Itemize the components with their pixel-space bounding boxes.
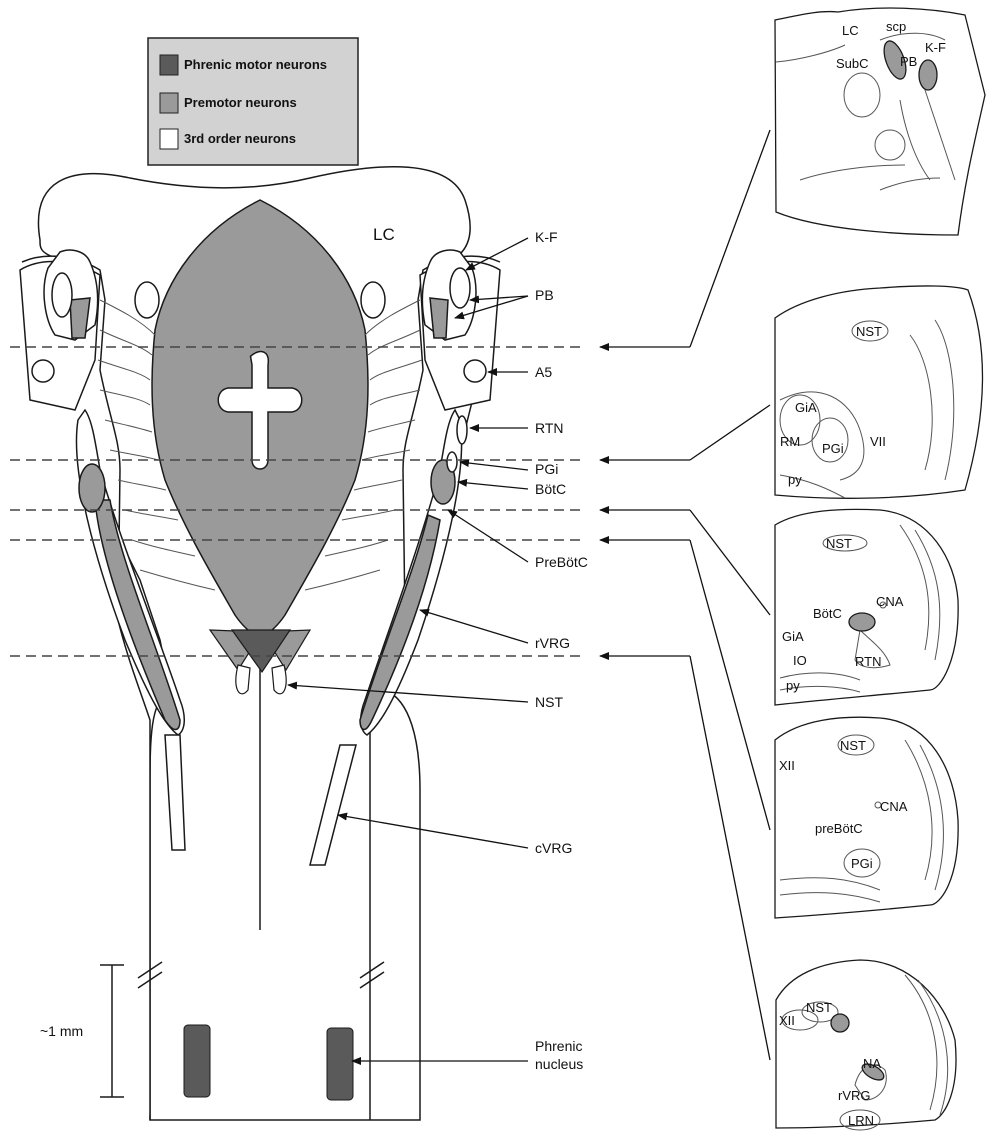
s1-label-lc: LC xyxy=(842,23,859,38)
label-rtn: RTN xyxy=(535,420,564,436)
s3-label-py: py xyxy=(786,678,800,693)
botc-left xyxy=(79,464,105,512)
a5-left xyxy=(32,360,54,382)
s3-label-gia: GiA xyxy=(782,629,804,644)
label-prebotc: PreBötC xyxy=(535,554,588,570)
label-botc: BötC xyxy=(535,481,566,497)
s4-label-cna: CNA xyxy=(880,799,908,814)
label-phrenic-line1: Phrenic xyxy=(535,1038,582,1054)
s4-label-nst: NST xyxy=(840,738,866,753)
s5-label-na: NA xyxy=(863,1056,881,1071)
section-3-outline xyxy=(775,509,958,705)
s5-label-nst: NST xyxy=(806,1000,832,1015)
label-phrenic-line2: nucleus xyxy=(535,1056,583,1072)
section-3-botc xyxy=(849,613,875,631)
label-kf: K-F xyxy=(535,229,558,245)
s3-label-io: IO xyxy=(793,653,807,668)
scale-label: ~1 mm xyxy=(40,1023,83,1039)
rtn-right xyxy=(457,416,467,444)
s3-label-botc: BötC xyxy=(813,606,842,621)
section-4 xyxy=(775,717,958,918)
nst-right-lobe xyxy=(272,665,286,694)
label-a5: A5 xyxy=(535,364,552,380)
legend-label-phrenic-motor: Phrenic motor neurons xyxy=(184,57,327,72)
s2-label-rm: RM xyxy=(780,434,800,449)
label-lc: LC xyxy=(373,225,395,244)
legend: Phrenic motor neurons Premotor neurons 3… xyxy=(148,38,358,165)
s2-label-vii: VII xyxy=(870,434,886,449)
legend-swatch-third-order xyxy=(160,129,178,149)
section-4-outline xyxy=(775,717,958,918)
s3-label-rtn: RTN xyxy=(855,654,881,669)
legend-label-third-order: 3rd order neurons xyxy=(184,131,296,146)
s2-label-py: py xyxy=(788,472,802,487)
s1-label-subc: SubC xyxy=(836,56,869,71)
section-line-arrows xyxy=(600,130,770,1060)
s4-label-pgi: PGi xyxy=(851,856,873,871)
s2-label-gia: GiA xyxy=(795,400,817,415)
section-5-nst-dot xyxy=(831,1014,849,1032)
legend-label-premotor: Premotor neurons xyxy=(184,95,297,110)
nst-left-lobe xyxy=(236,665,250,694)
phrenic-nucleus-right xyxy=(327,1028,353,1100)
lc-left xyxy=(135,282,159,318)
label-cvrg: cVRG xyxy=(535,840,572,856)
section-2 xyxy=(775,286,982,498)
s1-label-pb: PB xyxy=(900,54,917,69)
s1-label-kf: K-F xyxy=(925,40,946,55)
s5-label-lrn: LRN xyxy=(848,1113,874,1128)
section-1-outline xyxy=(775,8,985,235)
section-5 xyxy=(776,960,956,1130)
s2-label-pgi: PGi xyxy=(822,441,844,456)
s1-label-scp: scp xyxy=(886,19,906,34)
label-nst: NST xyxy=(535,694,563,710)
label-pgi: PGi xyxy=(535,461,558,477)
pb-right-premotor xyxy=(430,298,448,338)
s5-label-xii: XII xyxy=(779,1013,795,1028)
scale-bar xyxy=(100,965,124,1097)
s4-label-prebotc: preBötC xyxy=(815,821,863,836)
legend-swatch-premotor xyxy=(160,93,178,113)
s3-label-nst: NST xyxy=(826,536,852,551)
section-3 xyxy=(775,509,958,705)
kf-left xyxy=(52,273,72,317)
section-1-pons xyxy=(775,8,985,235)
phrenic-nucleus-left xyxy=(184,1025,210,1097)
s4-label-xii: XII xyxy=(779,758,795,773)
lc-right xyxy=(361,282,385,318)
section-1-kf xyxy=(919,60,937,90)
a5-right xyxy=(464,360,486,382)
s2-label-nst: NST xyxy=(856,324,882,339)
pgi-right xyxy=(447,452,457,472)
label-rvrg: rVRG xyxy=(535,635,570,651)
label-pb: PB xyxy=(535,287,554,303)
s3-label-cna: CNA xyxy=(876,594,904,609)
s5-label-rvrg: rVRG xyxy=(838,1088,871,1103)
legend-swatch-phrenic-motor xyxy=(160,55,178,75)
kf-right xyxy=(450,268,470,308)
